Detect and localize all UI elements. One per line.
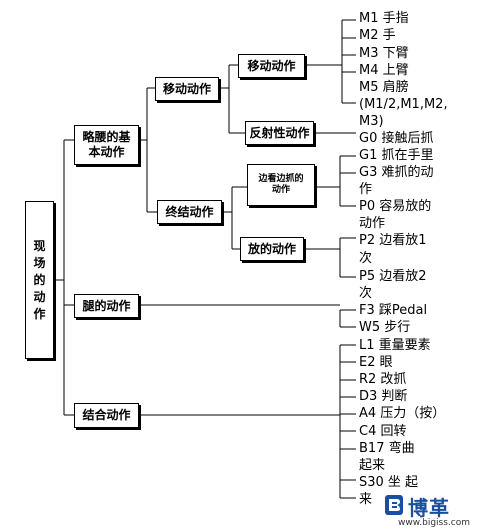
node-zhongjie-label: 终结动作 <box>165 204 214 219</box>
leaf-b17: B17 弯曲 <box>359 441 415 456</box>
leaf-g3: G3 难抓的动 <box>359 165 434 180</box>
leaf-m-note-cont: M3) <box>359 114 384 129</box>
node-fanshe: 反射性动作 <box>245 121 314 145</box>
brand-url: www.bigiss.com <box>398 518 471 528</box>
leaf-m4: M4 上臂 <box>359 63 409 78</box>
watermark: 博革 www.bigiss.com <box>384 494 474 530</box>
leaf-f3: F3 踩Pedal <box>359 303 428 318</box>
node-zhongjie: 终结动作 <box>157 200 222 224</box>
root-node: 现场的动作 <box>25 201 54 359</box>
leaf-p5-cont: 次 <box>359 286 373 301</box>
leaf-p5: P5 边看放2 <box>359 269 427 284</box>
node-yidong-l2: 移动动作 <box>155 77 219 101</box>
node-yidong-l3: 移动动作 <box>238 54 305 78</box>
leaf-m1: M1 手指 <box>359 11 409 26</box>
node-fang-label: 放的动作 <box>247 241 296 256</box>
node-jiehe-label: 结合动作 <box>82 408 131 422</box>
leaf-r2: R2 改抓 <box>359 372 407 387</box>
node-yidong-l2-label: 移动动作 <box>162 81 211 96</box>
node-lueyao: 略腰的基本动作 <box>74 125 139 165</box>
leaf-l1: L1 重量要素 <box>359 338 431 353</box>
leaf-e2: E2 眼 <box>359 355 393 370</box>
node-jiehe: 结合动作 <box>74 403 139 428</box>
leaf-g1: G1 抓在手里 <box>359 148 434 163</box>
leaf-s30-cont: 来 <box>359 492 373 507</box>
node-lueyao-label: 略腰的基本动作 <box>82 130 131 159</box>
brand-name: 博革 <box>408 496 450 520</box>
leaf-s30: S30 坐 起 <box>359 475 419 490</box>
leaf-p0-cont: 动作 <box>359 216 386 231</box>
leaf-m3: M3 下臂 <box>359 46 409 61</box>
root-label: 现场的动作 <box>33 238 46 321</box>
node-bian-label: 边看边抓的动作 <box>258 174 304 195</box>
leaf-m5: M5 肩膀 <box>359 80 409 95</box>
leaf-c4: C4 回转 <box>359 424 407 439</box>
node-fang: 放的动作 <box>240 237 304 261</box>
leaf-p2-cont: 次 <box>359 251 373 266</box>
brand-logo-icon <box>385 495 403 515</box>
leaf-g3-cont: 作 <box>359 182 373 197</box>
leaf-d3: D3 判断 <box>359 389 408 404</box>
node-fanshe-label: 反射性动作 <box>249 125 310 140</box>
leaf-g0: G0 接触后抓 <box>359 131 434 146</box>
node-bian: 边看边抓的动作 <box>247 164 315 206</box>
node-tui-label: 腿的动作 <box>82 298 131 313</box>
leaf-p2: P2 边看放1 <box>359 233 427 248</box>
leaf-p0: P0 容易放的 <box>359 199 432 214</box>
node-yidong-l3-label: 移动动作 <box>247 58 296 73</box>
node-tui: 腿的动作 <box>74 294 139 318</box>
leaf-a4: A4 压力（按） <box>359 406 446 421</box>
leaf-w5: W5 步行 <box>359 320 411 335</box>
leaf-m-note: (M1/2,M1,M2, <box>359 97 448 112</box>
leaf-m2: M2 手 <box>359 28 396 43</box>
leaf-b17-cont: 起来 <box>359 458 386 473</box>
